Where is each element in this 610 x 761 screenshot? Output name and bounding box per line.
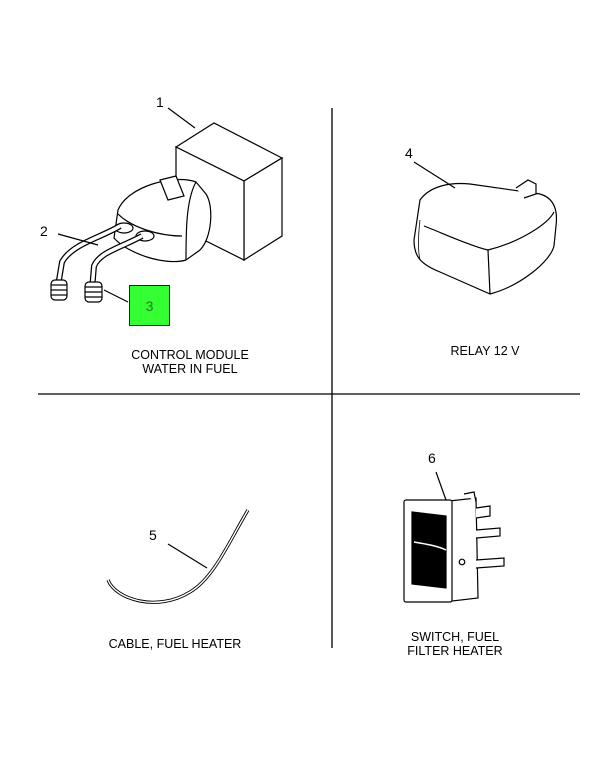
caption-control-module: CONTROL MODULE WATER IN FUEL <box>100 348 280 376</box>
relay-drawing <box>413 179 558 295</box>
caption-line: WATER IN FUEL <box>142 362 238 376</box>
caption-line: RELAY 12 V <box>450 344 520 358</box>
callout-1: 1 <box>156 94 164 110</box>
callout-4: 4 <box>405 145 413 161</box>
cable-drawing <box>106 509 250 604</box>
caption-relay: RELAY 12 V <box>400 344 570 358</box>
caption-line: SWITCH, FUEL <box>410 630 500 644</box>
caption-line: CONTROL MODULE <box>131 348 249 362</box>
callout-3: 3 <box>145 297 154 314</box>
caption-switch: SWITCH, FUEL FILTER HEATER <box>380 630 530 658</box>
caption-line: CABLE, FUEL HEATER <box>108 637 242 651</box>
callout-6: 6 <box>428 450 436 466</box>
switch-drawing <box>403 491 505 603</box>
callout-5: 5 <box>149 527 157 543</box>
control-module-drawing <box>50 122 284 303</box>
caption-line: FILTER HEATER <box>407 644 503 658</box>
caption-cable: CABLE, FUEL HEATER <box>80 637 270 651</box>
callout-3-highlight[interactable]: 3 <box>129 285 170 326</box>
callout-2: 2 <box>40 223 48 239</box>
